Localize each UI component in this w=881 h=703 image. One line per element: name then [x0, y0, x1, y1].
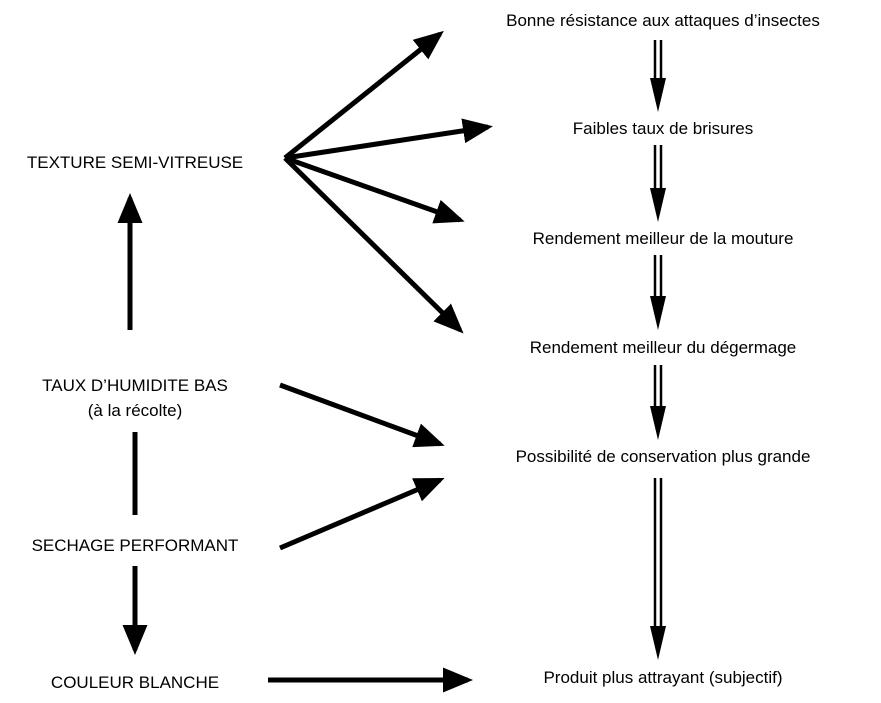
double-arrow-milling-degerming: [650, 255, 666, 330]
node-humidity-note: (à la récolte): [88, 401, 182, 420]
arrow-drying-storage: [279, 477, 445, 551]
node-color: COULEUR BLANCHE: [51, 673, 219, 692]
arrow-texture-milling: [284, 155, 465, 224]
node-breakage: Faibles taux de brisures: [573, 119, 753, 138]
node-degerming: Rendement meilleur du dégermage: [530, 338, 797, 357]
node-humidity: TAUX D’HUMIDITE BAS: [42, 376, 228, 395]
node-drying: SECHAGE PERFORMANT: [32, 536, 239, 555]
double-arrow-storage-attractive: [650, 478, 666, 660]
node-milling: Rendement meilleur de la mouture: [533, 229, 794, 248]
arrow-texture-breakage: [284, 118, 493, 161]
node-texture: TEXTURE SEMI-VITREUSE: [27, 153, 243, 172]
double-arrow-insects-breakage: [650, 40, 666, 112]
arrow-humidity-storage: [279, 382, 445, 448]
double-arrow-degerming-storage: [650, 365, 666, 440]
node-storage: Possibilité de conservation plus grande: [516, 447, 811, 466]
double-arrow-breakage-milling: [650, 145, 666, 222]
arrow-texture-degerming: [283, 156, 464, 334]
arrow-texture-insects: [283, 30, 444, 160]
node-insects: Bonne résistance aux attaques d’insectes: [506, 11, 820, 30]
node-attractive: Produit plus attrayant (subjectif): [543, 668, 782, 687]
